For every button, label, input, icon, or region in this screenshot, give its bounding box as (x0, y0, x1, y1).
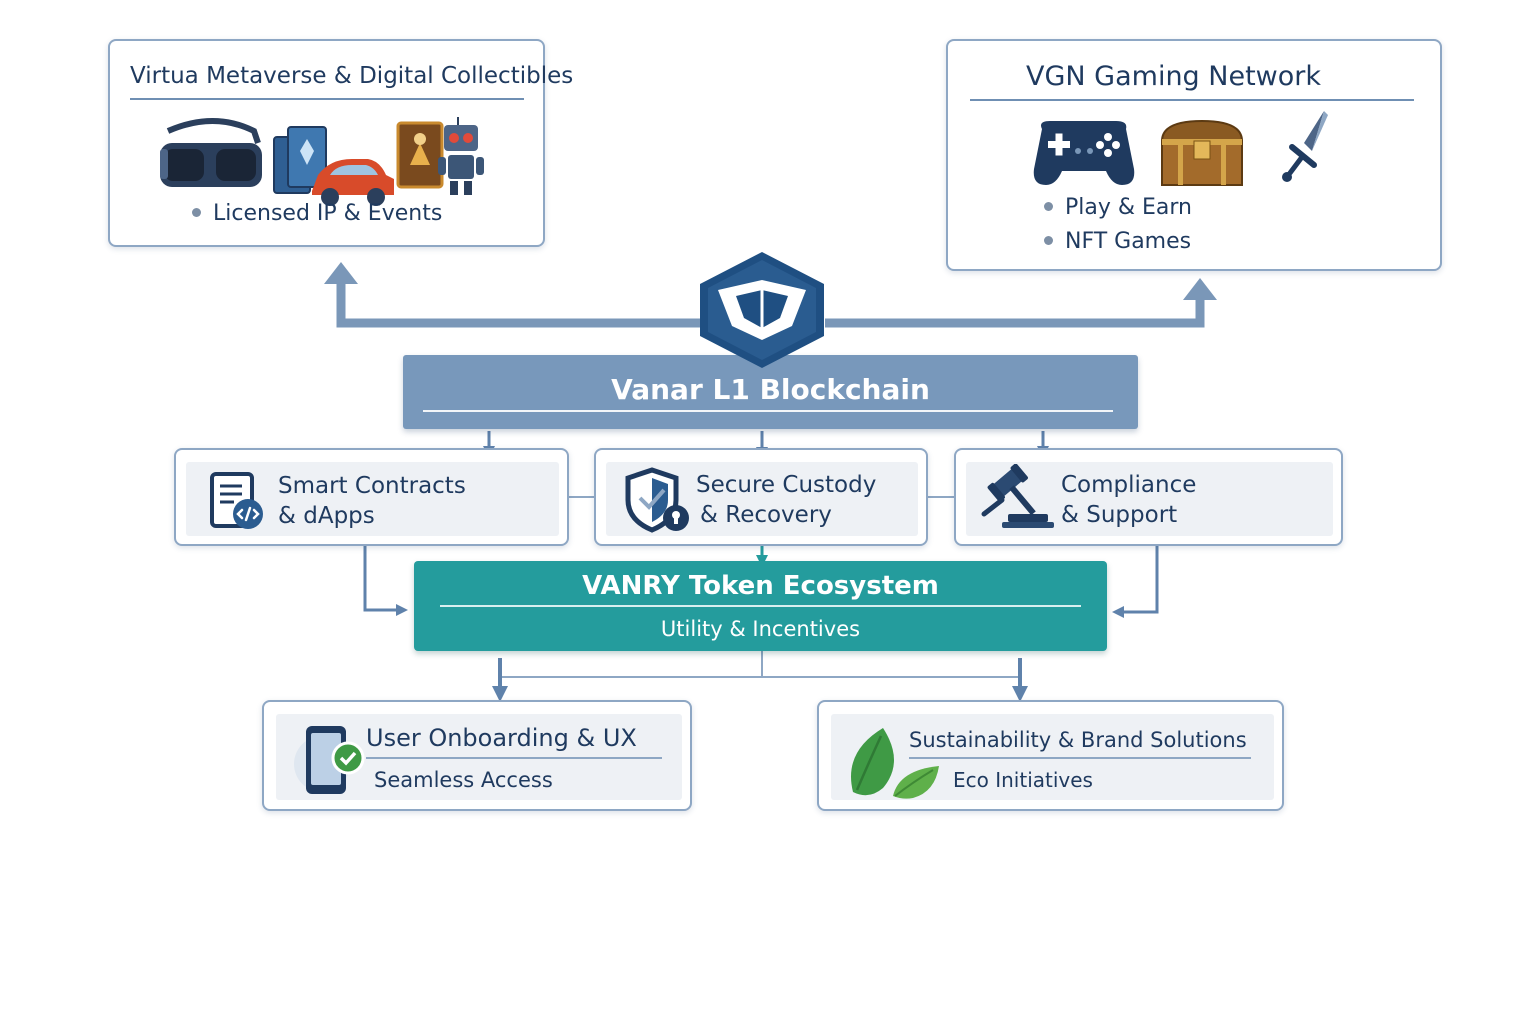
vanar-l1-title: Vanar L1 Blockchain (611, 373, 930, 406)
document-code-icon (210, 472, 263, 529)
user-onboarding-card: User Onboarding & UX Seamless Access (262, 700, 692, 811)
vanry-token-rule (440, 605, 1081, 607)
vanar-logo-icon (700, 252, 824, 368)
vgn-illustrations (1033, 111, 1328, 186)
secure-custody-card: Secure Custody & Recovery (594, 448, 928, 546)
user-onboarding-rule (366, 757, 662, 759)
vgn-card: VGN Gaming Network (946, 39, 1442, 271)
vanry-token-title: VANRY Token Ecosystem (582, 571, 939, 601)
virtua-card: Virtua Metaverse & Digital Collectibles (108, 39, 573, 247)
sustainability-rule (909, 757, 1251, 759)
smart-contracts-line1: Smart Contracts (278, 473, 466, 499)
vgn-bullet-1: NFT Games (1044, 229, 1191, 254)
sword-icon (1282, 111, 1328, 182)
arrow-compliance-to-token (1112, 546, 1159, 618)
virtua-title-rule (130, 98, 524, 100)
smart-contracts-card: Smart Contracts & dApps (174, 448, 569, 546)
gamepad-icon (1033, 121, 1135, 185)
collectible-cards-icon (273, 126, 327, 194)
virtua-illustrations (160, 117, 484, 206)
treasure-chest-icon (1160, 119, 1244, 186)
robot-icon (438, 117, 484, 195)
vgn-title: VGN Gaming Network (1026, 61, 1322, 92)
user-onboarding-title: User Onboarding & UX (366, 724, 637, 752)
arrow-contracts-to-token (363, 546, 408, 616)
vanar-l1-rule (423, 410, 1113, 412)
shield-lock-icon (625, 467, 689, 533)
sustainability-title: Sustainability & Brand Solutions (909, 728, 1247, 752)
vanar-l1-bar: Vanar L1 Blockchain (403, 355, 1138, 429)
gavel-icon (981, 464, 1054, 528)
arrow-to-virtua (324, 262, 700, 328)
car-icon (312, 159, 394, 206)
virtua-bullet-0: Licensed IP & Events (192, 201, 442, 226)
sustainability-subtitle: Eco Initiatives (953, 768, 1093, 792)
smart-contracts-line2: & dApps (278, 503, 375, 529)
phone-check-icon (294, 726, 365, 794)
secure-custody-line2: & Recovery (700, 502, 832, 528)
vr-headset-icon (160, 118, 262, 187)
compliance-line1: Compliance (1061, 472, 1197, 498)
vgn-title-rule (970, 99, 1414, 101)
compliance-line2: & Support (1061, 502, 1178, 528)
vanry-token-bar: VANRY Token Ecosystem Utility & Incentiv… (414, 561, 1107, 651)
sustainability-card: Sustainability & Brand Solutions Eco Ini… (817, 700, 1284, 811)
virtua-title: Virtua Metaverse & Digital Collectibles (130, 63, 574, 89)
compliance-card: Compliance & Support (954, 448, 1343, 546)
user-onboarding-subtitle: Seamless Access (374, 768, 553, 792)
vanry-token-subtitle: Utility & Incentives (660, 617, 861, 641)
secure-custody-line1: Secure Custody (696, 472, 877, 498)
arrow-to-vgn (825, 278, 1217, 328)
leaf-icon (851, 728, 939, 799)
gold-card-icon (396, 121, 444, 189)
vgn-bullet-0: Play & Earn (1044, 195, 1192, 220)
